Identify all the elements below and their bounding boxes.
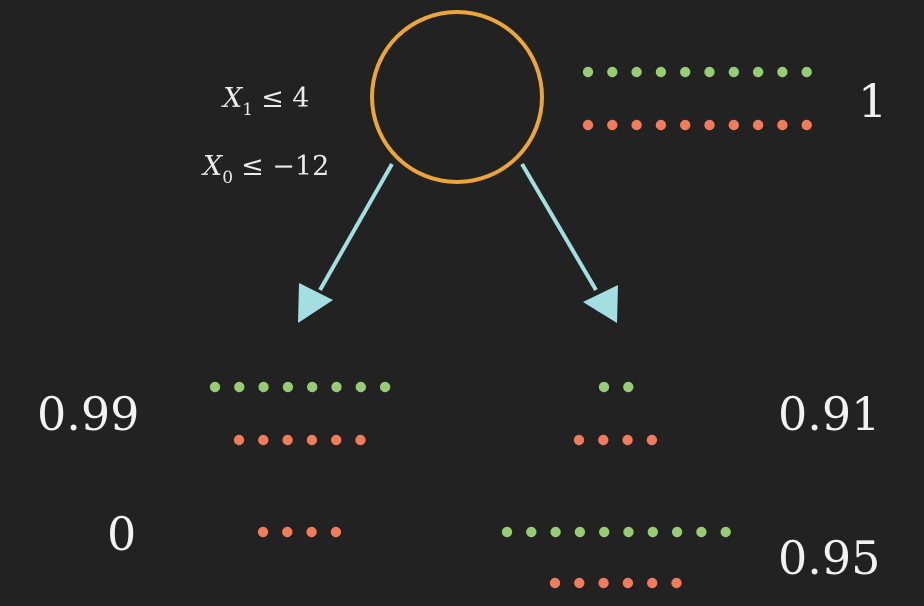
green-dot (599, 526, 610, 538)
red-dot (331, 434, 342, 446)
root-node (370, 10, 544, 184)
green-dot (655, 66, 667, 78)
red-dot (671, 577, 682, 589)
red-dot (257, 526, 269, 538)
red-dot (646, 434, 658, 446)
red-dot (233, 434, 245, 446)
red-dot (704, 119, 715, 131)
condition-2-sub: 0 (222, 168, 233, 188)
green-dot (704, 66, 715, 78)
green-dot (526, 526, 537, 538)
red-dot (752, 119, 764, 131)
green-dot (501, 526, 513, 538)
red-dot (549, 577, 561, 589)
red-dot (598, 434, 609, 446)
red-dot (258, 434, 269, 446)
right-lower-score: 0.95 (778, 531, 880, 585)
root-green-dots (582, 66, 812, 78)
green-dot (696, 526, 707, 538)
green-dot (355, 381, 366, 393)
green-dot (550, 526, 561, 538)
left-branch-arrow (298, 163, 394, 323)
red-dot (282, 526, 293, 538)
green-dot (331, 381, 342, 393)
red-dot (306, 526, 317, 538)
red-dot (728, 119, 739, 131)
right-lower-red-dots (549, 577, 682, 589)
red-dot (655, 119, 667, 131)
red-dot (282, 434, 293, 446)
green-dot (623, 381, 634, 393)
left-lower-red-dots (257, 526, 342, 538)
condition-2-var: X (201, 151, 224, 182)
green-dot (720, 526, 731, 538)
green-dot (671, 526, 683, 538)
red-dot (574, 577, 585, 589)
green-dot (582, 66, 594, 78)
split-condition-x0: X0 ≤ −12 (201, 151, 329, 188)
green-dot (728, 66, 739, 78)
green-dot (777, 66, 788, 78)
red-dot (598, 577, 609, 589)
condition-1-var: X (221, 83, 244, 114)
red-dot (647, 577, 658, 589)
condition-1-op: ≤ 4 (261, 83, 309, 114)
left-upper-green-dots (209, 381, 391, 393)
red-dot (622, 434, 633, 446)
green-dot (258, 381, 269, 393)
red-dot (582, 119, 594, 131)
right-lower-green-dots (501, 526, 731, 538)
left-lower-score: 0 (107, 507, 136, 561)
green-dot (801, 66, 812, 78)
red-dot (631, 119, 642, 131)
condition-1-sub: 1 (242, 100, 253, 120)
green-dot (631, 66, 642, 78)
green-dot (607, 66, 618, 78)
green-dot (379, 381, 391, 393)
right-upper-red-dots (573, 434, 658, 446)
right-branch-arrow (520, 162, 618, 323)
root-score: 1 (858, 74, 887, 128)
green-dot (209, 381, 221, 393)
green-dot (574, 526, 586, 538)
green-dot (598, 381, 610, 393)
split-condition-x1: X1 ≤ 4 (221, 83, 309, 120)
green-dot (282, 381, 294, 393)
right-upper-score: 0.91 (778, 387, 880, 441)
red-dot (573, 434, 585, 446)
root-red-dots (582, 119, 812, 131)
right-upper-green-dots (598, 381, 634, 393)
green-dot (680, 66, 691, 78)
red-dot (607, 119, 618, 131)
red-dot (306, 434, 318, 446)
green-dot (752, 66, 764, 78)
red-dot (330, 526, 342, 538)
green-dot (307, 381, 318, 393)
red-dot (801, 119, 812, 131)
green-dot (234, 381, 245, 393)
red-dot (355, 434, 366, 446)
left-upper-score: 0.99 (37, 387, 139, 441)
red-dot (680, 119, 691, 131)
red-dot (777, 119, 788, 131)
green-dot (623, 526, 634, 538)
red-dot (622, 577, 634, 589)
condition-2-op: ≤ −12 (241, 151, 329, 182)
left-upper-red-dots (233, 434, 366, 446)
green-dot (647, 526, 658, 538)
